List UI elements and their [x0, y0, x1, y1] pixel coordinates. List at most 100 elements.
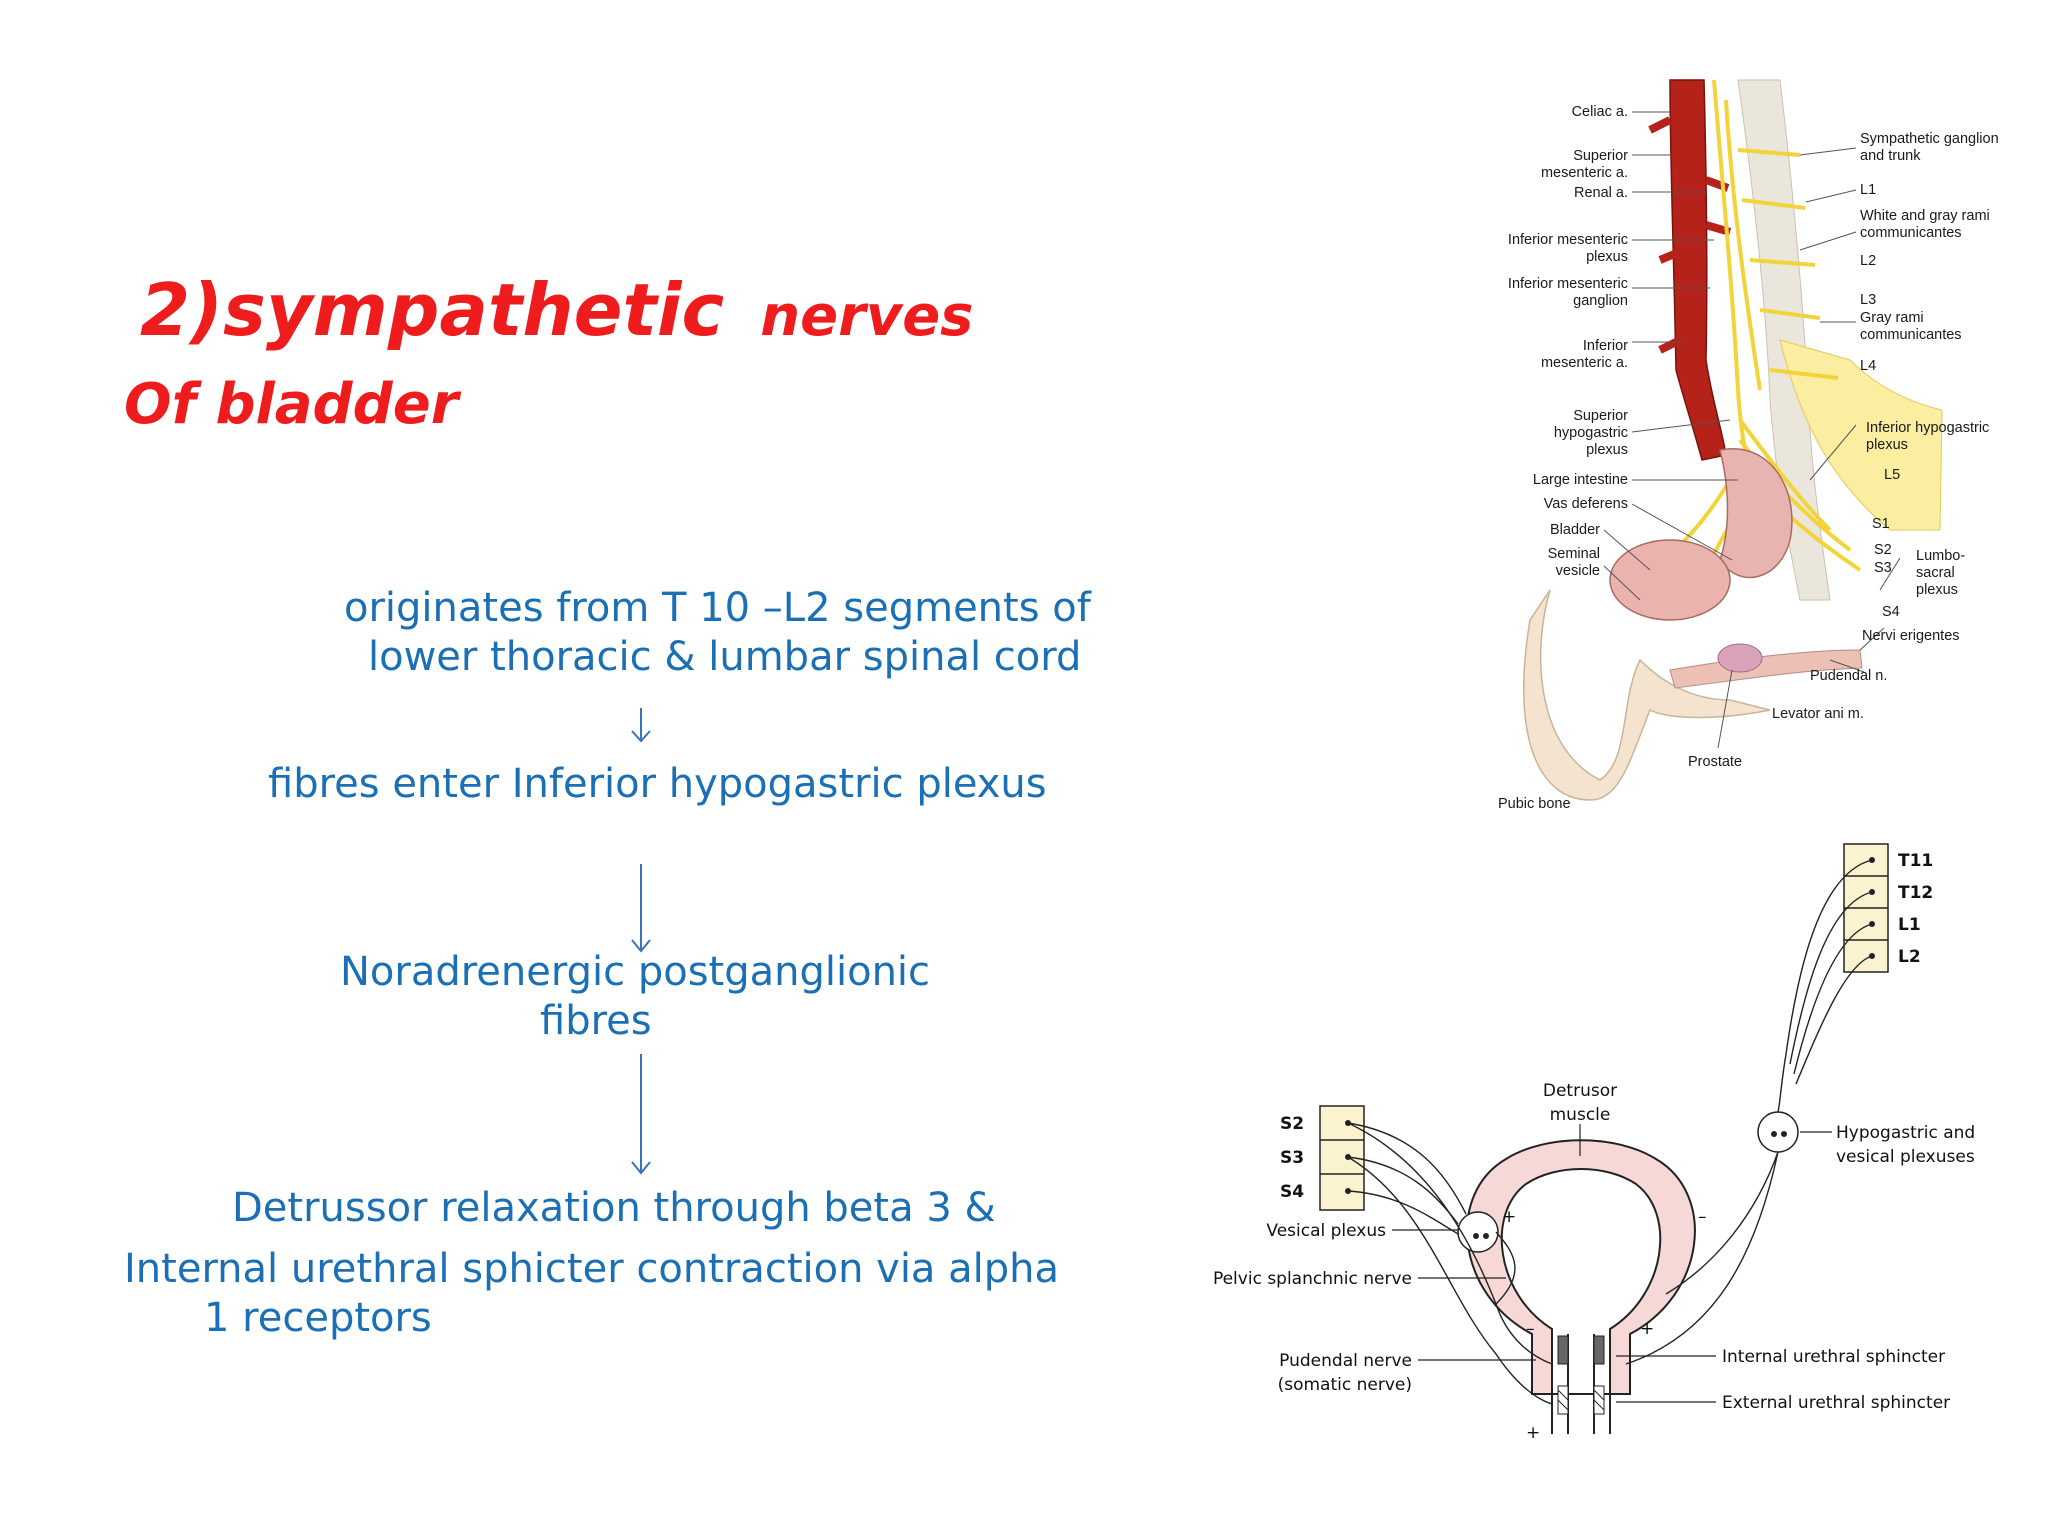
- label-l5: L5: [1884, 467, 1900, 483]
- title-main: 2)sympathetic: [140, 268, 725, 352]
- nerve-paths: [1347, 859, 1873, 1405]
- flow-step3-line2: fibres: [540, 998, 652, 1044]
- label-renal: Renal a.: [1574, 185, 1628, 201]
- pelvic-outline: [1523, 589, 1771, 801]
- seg-l1: L1: [1898, 915, 1921, 935]
- label-pudendal: Pudendal n.: [1810, 668, 1887, 684]
- vertebral-column: [1737, 79, 1943, 601]
- label-gray-rami-2: communicantes: [1860, 327, 1962, 343]
- sign-minus-2: –: [1526, 1319, 1535, 1339]
- label-sup-mes-2: mesenteric a.: [1541, 165, 1628, 181]
- hypogastric-ganglion: [1757, 1111, 1799, 1153]
- label-s2: S2: [1874, 542, 1892, 558]
- label-inf-mes-plexus-2: plexus: [1586, 249, 1628, 265]
- seg-s2: S2: [1280, 1114, 1304, 1134]
- large-intestine: [1719, 447, 1793, 579]
- flow-step3-line1: Noradrenergic postganglionic: [340, 949, 931, 995]
- label-sup-hypo-1: Superior: [1573, 408, 1628, 424]
- schematic-bladder: [1466, 1139, 1696, 1434]
- anatomy-left-labels: Celiac a. Superior mesenteric a. Renal a…: [1498, 104, 1742, 812]
- aorta: [1648, 79, 1732, 461]
- label-gray-rami-1: Gray rami: [1860, 310, 1924, 326]
- seg-s3: S3: [1280, 1148, 1304, 1168]
- label-detrusor-2: muscle: [1550, 1105, 1611, 1125]
- label-sup-hypo-2: hypogastric: [1554, 425, 1628, 441]
- label-inf-hypo-1: Inferior hypogastric: [1866, 420, 1989, 436]
- seg-t11: T11: [1898, 851, 1933, 871]
- label-sup-mes-1: Superior: [1573, 148, 1628, 164]
- label-l3: L3: [1860, 292, 1876, 308]
- anatomy-figure: Celiac a. Superior mesenteric a. Renal a…: [1498, 79, 1999, 812]
- label-external-sphincter: External urethral sphincter: [1722, 1393, 1950, 1413]
- label-pudendal-1: Pudendal nerve: [1279, 1351, 1412, 1371]
- sign-plus-2: +: [1640, 1319, 1654, 1339]
- label-inf-hypo-2: plexus: [1866, 437, 1908, 453]
- sacral-segment-labels: S2 S3 S4: [1280, 1114, 1304, 1202]
- label-seminal-1: Seminal: [1548, 546, 1600, 562]
- label-inf-mes-a-2: mesenteric a.: [1541, 355, 1628, 371]
- label-s3: S3: [1874, 560, 1892, 576]
- label-hypogastric-1: Hypogastric and: [1836, 1123, 1975, 1143]
- anatomy-right-labels: Sympathetic ganglion and trunk L1 White …: [1772, 131, 1999, 722]
- flow-step4-line2: Internal urethral sphicter contraction v…: [124, 1246, 1060, 1292]
- label-bladder: Bladder: [1550, 522, 1600, 538]
- label-internal-sphincter: Internal urethral sphincter: [1722, 1347, 1945, 1367]
- label-lumbo-2: sacral: [1916, 565, 1955, 581]
- label-levator: Levator ani m.: [1772, 706, 1864, 722]
- leader-lines: [1603, 111, 1901, 749]
- label-pudendal-2: (somatic nerve): [1278, 1375, 1412, 1395]
- flow-arrow-2: [631, 864, 651, 953]
- flow-step2: fibres enter Inferior hypogastric plexus: [268, 761, 1047, 807]
- label-celiac: Celiac a.: [1572, 104, 1628, 120]
- label-l1: L1: [1860, 182, 1876, 198]
- flow-step4-line3: 1 receptors: [204, 1295, 432, 1341]
- flow-step4-line1: Detrussor relaxation through beta 3 &: [232, 1185, 996, 1231]
- label-l2: L2: [1860, 253, 1876, 269]
- label-hypogastric-2: vesical plexuses: [1836, 1147, 1975, 1167]
- schematic-figure: T11 T12 L1 L2 S2 S3 S4: [1213, 843, 1975, 1443]
- label-large-intestine: Large intestine: [1533, 472, 1628, 488]
- flow-arrow-3: [631, 1054, 651, 1175]
- title-suffix: nerves: [760, 284, 974, 349]
- slide-title: 2)sympathetic nerves: [140, 268, 974, 352]
- label-detrusor-1: Detrusor: [1543, 1081, 1617, 1101]
- label-white-gray-2: communicantes: [1860, 225, 1962, 241]
- label-inf-mes-a-1: Inferior: [1583, 338, 1628, 354]
- label-inf-mes-ganglion-2: ganglion: [1573, 293, 1628, 309]
- label-symp-ganglion-2: and trunk: [1860, 148, 1921, 164]
- flow-arrow-1: [631, 708, 651, 743]
- schematic-leaders: [1392, 1124, 1832, 1403]
- sign-labels: + – – + +: [1502, 1207, 1707, 1443]
- label-s1: S1: [1872, 516, 1890, 532]
- label-lumbo-3: plexus: [1916, 582, 1958, 598]
- label-pelvic-splanchnic: Pelvic splanchnic nerve: [1213, 1269, 1412, 1289]
- schematic-labels: Detrusor muscle Vesical plexus Pelvic sp…: [1213, 1081, 1975, 1413]
- flow-step1-line1: originates from T 10 –L2 segments of: [344, 585, 1091, 631]
- thoracolumbar-segments: [1843, 843, 1889, 973]
- sign-plus-1: +: [1502, 1207, 1516, 1227]
- label-lumbo-1: Lumbo-: [1916, 548, 1965, 564]
- bladder: [1609, 539, 1731, 621]
- label-vesical-plexus: Vesical plexus: [1266, 1221, 1386, 1241]
- slide-subtitle: Of bladder: [124, 372, 459, 437]
- label-prostate: Prostate: [1688, 754, 1742, 770]
- label-seminal-2: vesicle: [1556, 563, 1600, 579]
- prostate: [1717, 643, 1763, 673]
- top-segment-labels: T11 T12 L1 L2: [1898, 851, 1933, 967]
- seg-l2: L2: [1898, 947, 1921, 967]
- vesical-plexus-ganglion: [1457, 1211, 1499, 1253]
- label-vas-deferens: Vas deferens: [1544, 496, 1628, 512]
- label-l4: L4: [1860, 358, 1876, 374]
- label-white-gray-1: White and gray rami: [1860, 208, 1990, 224]
- label-pubic-bone: Pubic bone: [1498, 796, 1571, 812]
- label-inf-mes-plexus-1: Inferior mesenteric: [1508, 232, 1628, 248]
- sign-plus-3: +: [1526, 1423, 1540, 1443]
- label-inf-mes-ganglion-1: Inferior mesenteric: [1508, 276, 1628, 292]
- label-nervi: Nervi erigentes: [1862, 628, 1960, 644]
- seg-s4: S4: [1280, 1182, 1304, 1202]
- label-sup-hypo-3: plexus: [1586, 442, 1628, 458]
- flow-step1-line2: lower thoracic & lumbar spinal cord: [368, 634, 1082, 680]
- label-symp-ganglion-1: Sympathetic ganglion: [1860, 131, 1999, 147]
- sign-minus-1: –: [1698, 1207, 1707, 1227]
